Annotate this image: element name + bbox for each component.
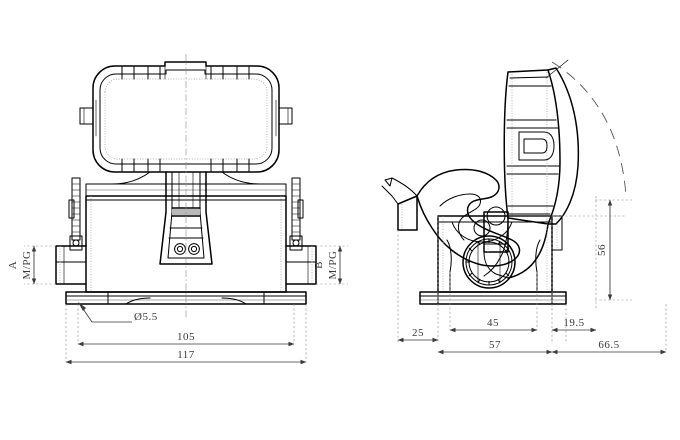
lever-handle [381, 177, 418, 231]
lever-plate-left [68, 177, 83, 251]
dimension-thread-right: B M/PG [313, 245, 343, 285]
dimension-45-text: 45 [487, 317, 499, 329]
thread-right-letter: B [313, 261, 325, 269]
thread-left-letter: A [7, 261, 19, 269]
hood-side-lugs [79, 99, 293, 137]
hood-outline [92, 61, 280, 173]
side-view-group: 56 25 45 19.5 57 [381, 59, 667, 355]
dimension-105: 105 [77, 331, 295, 347]
dimension-hole-callout: Ø5.5 [78, 302, 158, 323]
hood-swing-arc [551, 61, 627, 197]
dimension-117: 117 [65, 349, 307, 365]
dimension-25-text: 25 [412, 327, 424, 339]
thread-right-type: M/PG [327, 251, 339, 280]
thread-left-type: M/PG [21, 251, 33, 280]
cable-entry-port [462, 235, 516, 289]
dimension-195-text: 19.5 [563, 317, 584, 329]
dimension-57-text: 57 [489, 339, 501, 351]
hood-profile [503, 67, 580, 225]
dimension-thread-left: A M/PG [7, 245, 37, 285]
dimension-56-text: 56 [596, 244, 608, 256]
hole-callout-text: Ø5.5 [134, 311, 158, 323]
dimension-665-text: 66.5 [598, 339, 619, 351]
gland-boss-right [285, 245, 317, 285]
dimension-105-text: 105 [177, 331, 195, 343]
dimension-195: 19.5 [551, 317, 597, 333]
hood-top-ribs [121, 61, 250, 80]
dimension-56: 56 [596, 199, 613, 301]
dimension-117-text: 117 [177, 349, 195, 361]
dimension-25: 25 [397, 327, 439, 343]
lever-plate-right [289, 177, 304, 251]
front-view-extension-lines [24, 245, 348, 362]
front-view-group: A M/PG B M/PG Ø5.5 105 [7, 54, 348, 365]
hood-bottom-ribs [121, 158, 250, 172]
gland-boss-left [55, 245, 87, 285]
dimension-665: 66.5 [551, 339, 667, 355]
dimension-45: 45 [449, 317, 538, 333]
dimension-57: 57 [437, 339, 553, 355]
side-upper-hole [473, 219, 491, 237]
side-view-extension-lines [397, 196, 632, 344]
